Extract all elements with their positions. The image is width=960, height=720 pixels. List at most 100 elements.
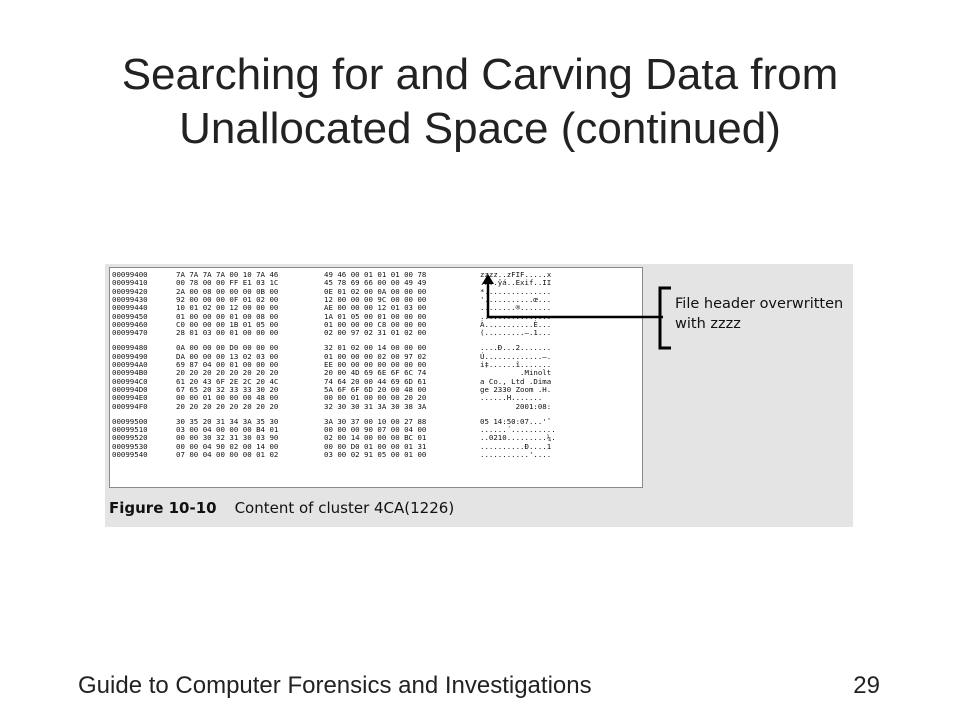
hex-offset: 00099490 (112, 351, 148, 361)
figure-panel: 00099400 7A 7A 7A 7A 00 10 7A 46 49 46 00 … (105, 264, 853, 527)
hex-bytes-right: 3A 30 37 00 10 00 27 88 (324, 416, 427, 426)
hex-bytes-left: 00 78 00 00 FF E1 03 1C (176, 278, 279, 288)
figure-caption: Figure 10-10 Content of cluster 4CA(1226) (109, 499, 454, 517)
hex-offset: 00099440 (112, 303, 148, 313)
hex-ascii: (.........—.1... (480, 328, 552, 338)
hex-ascii: ......´.......... (480, 425, 556, 435)
hex-bytes-right: 02 00 97 02 31 01 02 00 (324, 328, 427, 338)
hex-bytes-right: 03 00 02 91 05 00 01 00 (324, 450, 427, 459)
hex-ascii: .Minolt (480, 368, 552, 378)
hex-offset: 00099470 (112, 328, 148, 338)
hex-ascii: 05 14:50:07...'ˆ (480, 416, 552, 426)
hex-bytes-right: 01 00 00 00 C8 00 00 00 (324, 319, 427, 329)
hex-bytes-left: 92 00 00 00 0F 01 02 00 (176, 294, 279, 304)
hex-bytes-left: C0 00 00 00 1B 01 05 00 (176, 319, 279, 329)
hex-offset: 00099410 (112, 278, 148, 288)
hex-offset: 00099420 (112, 286, 148, 296)
hex-bytes-right: 1A 01 05 00 01 00 00 00 (324, 311, 427, 321)
slide-title: Searching for and Carving Data from Unal… (40, 48, 920, 156)
hex-bytes-right: AE 00 00 00 12 01 03 00 (324, 303, 427, 313)
hex-bytes-left: 20 20 20 20 20 20 20 20 (176, 368, 279, 378)
hex-bytes-right: EE 00 00 00 00 00 00 00 (324, 360, 427, 369)
hex-offset: 00099400 (112, 270, 148, 279)
title-line-2: Unallocated Space (continued) (179, 104, 781, 153)
hex-offset: 00099540 (112, 450, 148, 459)
hex-dump: 00099400 7A 7A 7A 7A 00 10 7A 46 49 46 00 … (109, 267, 643, 488)
hex-ascii: '...........œ... (480, 294, 552, 304)
hex-bytes-left: 67 65 20 32 33 33 30 20 (176, 384, 279, 394)
hex-offset: 000994D0 (112, 384, 148, 394)
hex-offset: 000994F0 (112, 401, 148, 411)
hex-bytes-left: 7A 7A 7A 7A 00 10 7A 46 (176, 270, 279, 279)
hex-bytes-right: 32 30 30 31 3A 30 38 3A (324, 401, 427, 411)
hex-offset: 000994E0 (112, 393, 148, 403)
hex-offset: 000994B0 (112, 368, 148, 378)
hex-offset: 00099450 (112, 311, 148, 321)
hex-offset: 00099530 (112, 441, 148, 451)
hex-bytes-right: 20 00 4D 69 6E 6F 6C 74 (324, 368, 427, 378)
hex-ascii: ..........Ð....1 (480, 441, 552, 451)
hex-bytes-right: 00 00 D0 01 00 00 01 31 (324, 441, 427, 451)
hex-bytes-left: 20 20 20 20 20 20 20 20 (176, 401, 279, 411)
hex-bytes-right: 5A 6F 6F 6D 20 00 48 00 (324, 384, 427, 394)
hex-bytes-left: 00 00 04 90 02 00 14 00 (176, 441, 279, 451)
callout-bracket-shape (658, 286, 671, 350)
hex-ascii: 2001:08: (480, 401, 552, 411)
page-number: 29 (853, 672, 880, 699)
hex-bytes-left: 69 87 04 00 01 00 00 00 (176, 360, 279, 369)
hex-offset: 00099500 (112, 416, 148, 426)
hex-bytes-left: 07 00 04 00 00 00 01 02 (176, 450, 279, 459)
hex-ascii: a Co., Ltd .Dima (480, 376, 552, 386)
callout-arrowhead (482, 274, 494, 284)
hex-ascii: ..0210.........¼. (480, 433, 556, 443)
hex-ascii: ...........'.... (480, 450, 552, 459)
hex-ascii: ge 2330 Zoom .H. (480, 384, 552, 394)
hex-bytes-right: 00 00 01 00 00 00 20 20 (324, 393, 427, 403)
footer-course-title: Guide to Computer Forensics and Investig… (78, 672, 592, 699)
hex-bytes-left: 01 00 00 00 01 00 08 00 (176, 311, 279, 321)
hex-bytes-right: 32 01 02 00 14 00 00 00 (324, 343, 427, 353)
hex-ascii: ........®....... (480, 303, 552, 313)
hex-bytes-left: 28 01 03 00 01 00 00 00 (176, 328, 279, 338)
hex-bytes-right: 45 78 69 66 00 00 49 49 (324, 278, 427, 288)
hex-bytes-left: 0A 00 00 00 D0 00 00 00 (176, 343, 279, 353)
hex-ascii: ....Ð...2....... (480, 343, 552, 353)
hex-ascii: ......H....... (480, 393, 552, 403)
annotation-line-1: File header overwritten (675, 296, 844, 312)
title-line-1: Searching for and Carving Data from (121, 50, 839, 99)
hex-bytes-left: 03 00 04 00 00 00 B4 01 (176, 425, 279, 435)
hex-offset: 00099520 (112, 433, 148, 443)
annotation-line-2: with zzzz (675, 316, 741, 332)
hex-offset: 00099480 (112, 343, 148, 353)
hex-offset: 00099430 (112, 294, 148, 304)
callout-connector-line (486, 307, 663, 319)
hex-bytes-right: 12 00 00 00 9C 00 00 00 (324, 294, 427, 304)
hex-ascii: zzzz..zFIF.....x (480, 270, 552, 279)
hex-ascii: *............... (480, 286, 552, 296)
hex-bytes-right: 74 64 20 00 44 69 6D 61 (324, 376, 427, 386)
hex-bytes-left: 61 20 43 6F 2E 2C 20 4C (176, 376, 279, 386)
hex-ascii: À...........È... (480, 319, 552, 329)
hex-bytes-right: 01 00 00 00 02 00 97 02 (324, 351, 427, 361)
hex-bytes-left: 00 00 01 00 00 00 48 00 (176, 393, 279, 403)
hex-bytes-left: 30 35 20 31 34 3A 35 30 (176, 416, 279, 426)
hex-bytes-left: 2A 00 08 00 00 00 0B 00 (176, 286, 279, 296)
hex-ascii: i‡......î....... (480, 360, 552, 369)
hex-bytes-right: 0E 01 02 00 0A 00 00 00 (324, 286, 427, 296)
hex-offset: 000994C0 (112, 376, 148, 386)
hex-ascii: Ú.............—. (480, 351, 552, 361)
hex-bytes-right: 00 00 00 90 07 00 04 00 (324, 425, 427, 435)
hex-ascii: .x..ÿá..Exif..II (480, 278, 552, 288)
callout-bracket (482, 274, 671, 350)
callout-annotation: File header overwritten with zzzz (675, 294, 855, 334)
hex-bytes-right: 02 00 14 00 00 00 BC 01 (324, 433, 427, 443)
hex-offset: 00099510 (112, 425, 148, 435)
figure-caption-text: Content of cluster 4CA(1226) (234, 499, 455, 517)
hex-bytes-left: 10 01 02 00 12 00 00 00 (176, 303, 279, 313)
figure-number: Figure 10-10 (109, 499, 217, 517)
hex-bytes-left: DA 00 00 00 13 02 03 00 (176, 351, 279, 361)
hex-offset: 00099460 (112, 319, 148, 329)
hex-bytes-right: 49 46 00 01 01 01 00 78 (324, 270, 427, 279)
hex-bytes-left: 00 00 30 32 31 30 03 90 (176, 433, 279, 443)
hex-offset: 000994A0 (112, 360, 148, 369)
